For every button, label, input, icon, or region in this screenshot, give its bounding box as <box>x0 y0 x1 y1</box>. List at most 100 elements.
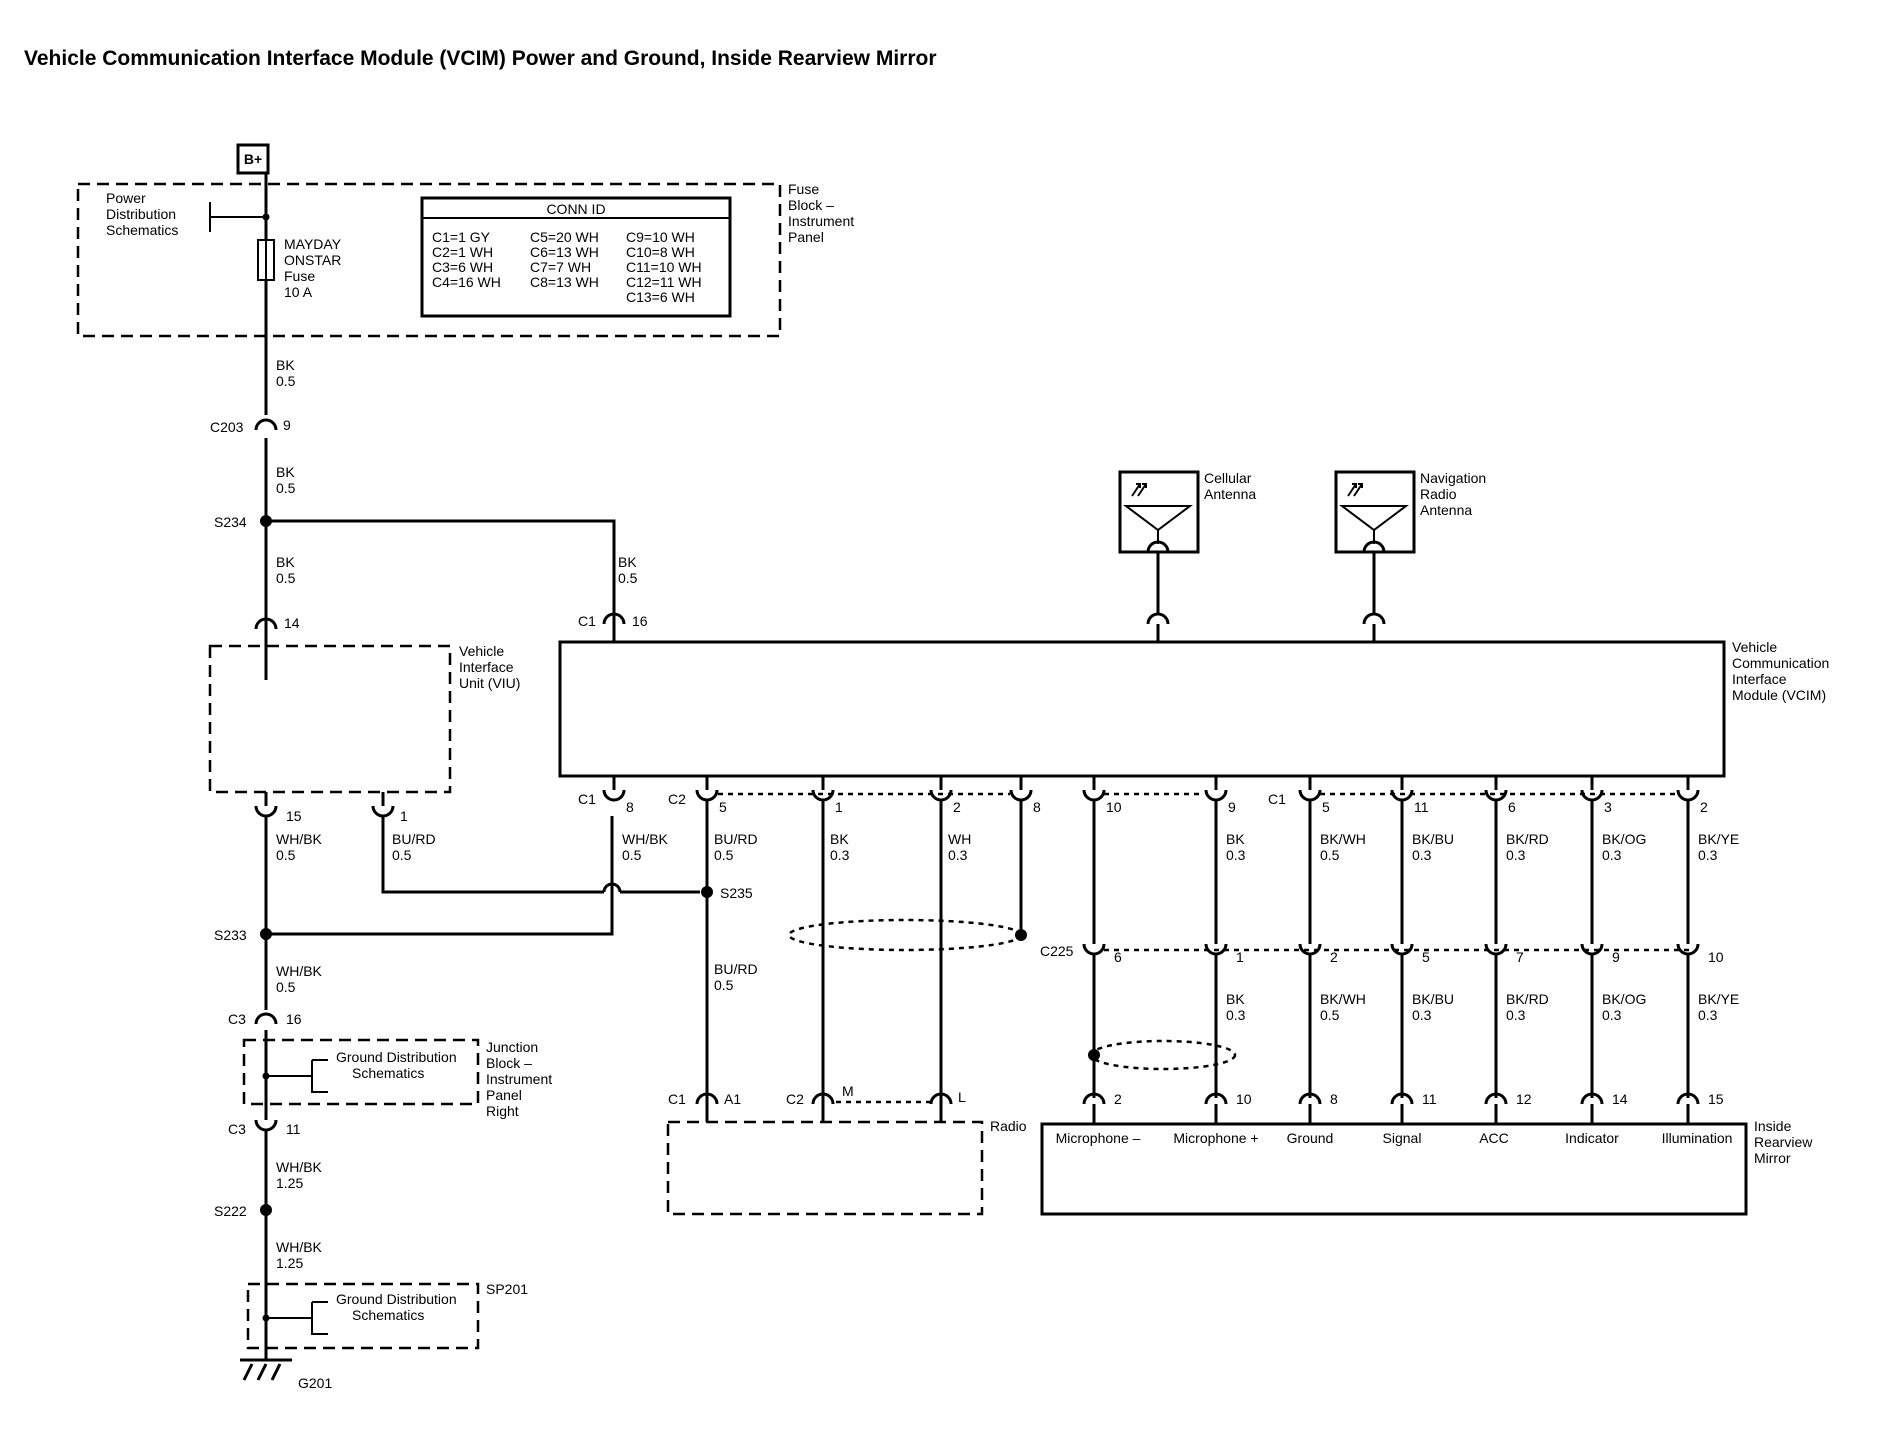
vcim-c1-16-connector <box>602 612 626 625</box>
fuse-block-name-2: Block – <box>788 197 834 213</box>
wire-color: BK <box>1226 831 1245 847</box>
vcim-pin-connector <box>1676 789 1700 802</box>
vcim-cellular-connector <box>1146 612 1170 625</box>
wire-gauge: 0.3 <box>1698 1007 1718 1023</box>
ground-g201-label: G201 <box>298 1375 332 1391</box>
ground-ref-bracket <box>266 1301 328 1335</box>
wire-gauge: 0.5 <box>714 847 734 863</box>
c225-pin-connector <box>1580 943 1604 956</box>
junction-block-name-4: Panel <box>486 1087 522 1103</box>
splice-s234-label: S234 <box>214 514 247 530</box>
c225-pin-label: 10 <box>1708 949 1724 965</box>
wire-color: WH/BK <box>276 963 323 979</box>
wire-gauge: 0.3 <box>1412 847 1432 863</box>
mirror-box <box>1040 1122 1748 1216</box>
vcim-c1-right-label: C1 <box>1268 791 1286 807</box>
viu-pin-15-label: 15 <box>286 808 302 824</box>
wire-gauge: 0.5 <box>622 847 642 863</box>
mirror-func-signal: Signal <box>1383 1130 1422 1146</box>
fuse-label-line-4: 10 A <box>284 284 313 300</box>
conn-id-c3: C3=6 WH <box>432 259 493 275</box>
viu-pin-14-connector <box>254 617 278 630</box>
wire-gauge: 0.5 <box>276 979 296 995</box>
mirror-pin-connector <box>1484 1092 1508 1105</box>
vcim-pin-connector <box>1204 789 1228 802</box>
fuse-label-line-1: MAYDAY <box>284 236 342 252</box>
wire-color: BK/YE <box>1698 831 1739 847</box>
wire-color: BU/RD <box>714 961 758 977</box>
mirror-func-acc: ACC <box>1479 1130 1509 1146</box>
radio-a1-connector <box>695 1092 719 1105</box>
mirror-pin-connector <box>1390 1092 1414 1105</box>
wire-gauge: 1.25 <box>276 1175 303 1191</box>
fuse-block-name-3: Instrument <box>788 213 854 229</box>
junction-block-ground: C3 16 Ground Distribution Schematics Jun… <box>214 1011 552 1391</box>
mirror-pin-label: 10 <box>1236 1091 1252 1107</box>
wire-color: BK/YE <box>1698 991 1739 1007</box>
power-ref-line-3: Schematics <box>106 222 178 238</box>
c225-pin-label: 9 <box>1612 949 1620 965</box>
vcim-pin-connector <box>602 789 626 802</box>
viu-outline <box>208 644 452 794</box>
connector-c3-label: C3 <box>228 1121 246 1137</box>
vcim-box <box>558 640 1726 778</box>
connector-c203-pin: 9 <box>283 417 291 433</box>
vcim-pin-label: 5 <box>719 799 727 815</box>
mirror-pin-connector <box>1204 1092 1228 1105</box>
vcim-top-pin-label: 16 <box>632 613 648 629</box>
wire-color: WH/BK <box>276 831 323 847</box>
conn-id-c9: C9=10 WH <box>626 229 695 245</box>
vcim-pin-label: 10 <box>1106 799 1122 815</box>
shield-drain-splice <box>1015 929 1027 941</box>
vcim-module: C1 16 Vehicle Communication Interface Mo… <box>558 612 1829 1104</box>
mirror-pin-connector <box>1580 1092 1604 1105</box>
junction-block-name-2: Block – <box>486 1055 532 1071</box>
vcim-pin-label: 8 <box>1033 799 1041 815</box>
power-ref-line-2: Distribution <box>106 206 176 222</box>
wire-color: BK/RD <box>1506 831 1549 847</box>
vcim-pin-label: 8 <box>626 799 634 815</box>
conn-id-header: CONN ID <box>546 201 605 217</box>
fuse-label-line-3: Fuse <box>284 268 315 284</box>
vcim-pin-label: 11 <box>1414 799 1429 815</box>
vcim-name-4: Module (VCIM) <box>1732 687 1826 703</box>
ground-icon <box>240 1358 292 1381</box>
wire-s233-to-vcim-c1-8 <box>266 816 614 936</box>
vcim-c1-left-label: C1 <box>578 791 596 807</box>
mirror-func-ground: Ground <box>1287 1130 1334 1146</box>
conn-id-c13: C13=6 WH <box>626 289 695 305</box>
vcim-pin-connector <box>695 789 719 802</box>
cellular-antenna-label-2: Antenna <box>1204 486 1256 502</box>
wire-gauge: 0.3 <box>1506 847 1526 863</box>
junction-block-outline <box>242 1038 480 1106</box>
wire-gauge: 0.3 <box>1602 1007 1622 1023</box>
vcim-pin-label: 9 <box>1228 799 1236 815</box>
conn-id-c12: C12=11 WH <box>626 274 702 290</box>
vcim-pin-connector <box>1009 789 1033 802</box>
vehicle-interface-unit: Vehicle Interface Unit (VIU) 15 1 WH/BK … <box>208 643 700 1010</box>
mic-shield-splice <box>1088 1049 1100 1061</box>
viu-name-3: Unit (VIU) <box>459 675 520 691</box>
vcim-c2-label: C2 <box>668 791 686 807</box>
vcim-pin-label: 2 <box>1700 799 1708 815</box>
wire-gauge: 0.3 <box>1506 1007 1526 1023</box>
wire-color: BK/RD <box>1506 991 1549 1007</box>
wire-color: WH/BK <box>276 1239 323 1255</box>
wire-gauge: 0.5 <box>276 373 296 389</box>
splice-s235-label: S235 <box>720 885 753 901</box>
connector-c3-label: C3 <box>228 1011 246 1027</box>
wire-color: BK <box>830 831 849 847</box>
navigation-antenna-label-1: Navigation <box>1420 470 1486 486</box>
wire-color: BK <box>276 554 295 570</box>
wire-gauge: 0.5 <box>392 847 412 863</box>
wire-gauge: 0.3 <box>830 847 850 863</box>
wire-gauge: 0.5 <box>714 977 734 993</box>
sp201-ground-ref-1: Ground Distribution <box>336 1291 457 1307</box>
wire-color: WH <box>948 831 971 847</box>
vcim-pin-label: 2 <box>953 799 961 815</box>
viu-pin-15-connector <box>254 805 278 818</box>
c225-pin-label: 2 <box>1330 949 1338 965</box>
